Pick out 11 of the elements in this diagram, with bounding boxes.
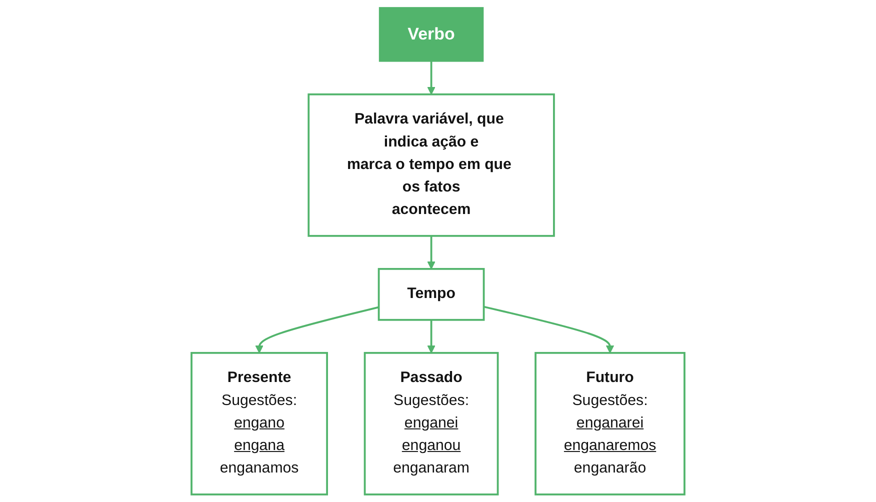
node-box: Tempo [378, 268, 485, 321]
arrow [484, 306, 614, 354]
arrow [427, 61, 436, 95]
node-box: Presente Sugestões: engano engana enganamos [190, 352, 328, 496]
arrow [427, 236, 436, 270]
arrow [427, 320, 436, 354]
arrow [255, 306, 380, 354]
node-box: Palavra variável, que indica ação e marca o tempo em que os fatos acontecem [308, 93, 555, 237]
node-box: Passado Sugestões: enganei enganou enganaram [364, 352, 499, 496]
node-box: Verbo [378, 7, 484, 62]
node-box: Futuro Sugestões: enganarei enganaremos enganarão [534, 352, 686, 496]
